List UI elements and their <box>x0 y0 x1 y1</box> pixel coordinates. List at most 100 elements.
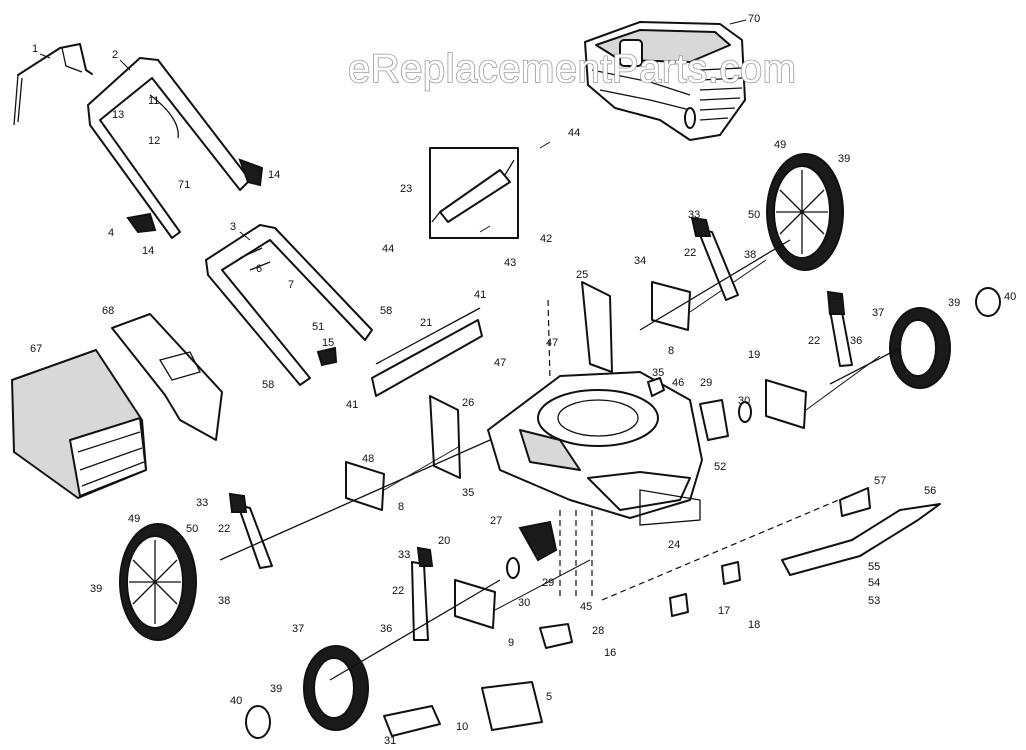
callout-68: 68 <box>102 305 114 317</box>
callout-36a: 36 <box>850 335 862 347</box>
watermark-text: eReplacementParts.com <box>348 47 796 91</box>
callout-6: 6 <box>256 263 262 275</box>
callout-39a: 39 <box>838 153 850 165</box>
blade-part <box>781 487 941 576</box>
callout-28: 28 <box>592 625 604 637</box>
callout-70: 70 <box>748 13 760 25</box>
callout-1: 1 <box>32 43 38 55</box>
callout-37a: 37 <box>872 307 884 319</box>
callout-16: 16 <box>604 647 616 659</box>
callout-7: 7 <box>288 279 294 291</box>
callout-29a: 29 <box>700 377 712 389</box>
mower-deck-part <box>487 371 703 526</box>
callout-47a: 47 <box>546 337 558 349</box>
callout-23: 23 <box>400 183 412 195</box>
callout-22a: 22 <box>684 247 696 259</box>
callout-44a: 44 <box>568 127 580 139</box>
callout-21: 21 <box>420 317 432 329</box>
callout-13: 13 <box>112 109 124 121</box>
wheel-front-left-part <box>303 645 369 731</box>
callout-9: 9 <box>508 637 514 649</box>
callout-35a: 35 <box>652 367 664 379</box>
callout-58b: 58 <box>262 379 274 391</box>
callout-53: 53 <box>868 595 880 607</box>
callout-45: 45 <box>580 601 592 613</box>
callout-44b: 44 <box>382 243 394 255</box>
callout-19: 19 <box>748 349 760 361</box>
callout-18: 18 <box>748 619 760 631</box>
callout-38a: 38 <box>744 249 756 261</box>
callout-4: 4 <box>108 227 114 239</box>
callout-56: 56 <box>924 485 936 497</box>
callout-27: 27 <box>490 515 502 527</box>
callout-8b: 8 <box>398 501 404 513</box>
callout-50b: 50 <box>186 523 198 535</box>
callout-58a: 58 <box>380 305 392 317</box>
callout-5: 5 <box>546 691 552 703</box>
callout-39b: 39 <box>948 297 960 309</box>
bag-frame-part <box>111 313 223 441</box>
callout-40a: 40 <box>1004 291 1016 303</box>
callout-labels: 1 2 3 4 5 6 7 8 8 9 10 11 12 13 14 14 15… <box>30 13 1016 747</box>
callout-47b: 47 <box>494 357 506 369</box>
callout-46: 46 <box>672 377 684 389</box>
callout-33c: 33 <box>196 497 208 509</box>
callout-35b: 35 <box>462 487 474 499</box>
callout-29b: 29 <box>542 577 554 589</box>
callout-14a: 14 <box>268 169 280 181</box>
assembly-guide-lines <box>547 299 849 601</box>
callout-40b: 40 <box>230 695 242 707</box>
callout-3: 3 <box>230 221 236 233</box>
callout-26: 26 <box>462 397 474 409</box>
callout-17: 17 <box>718 605 730 617</box>
callout-33a: 33 <box>688 209 700 221</box>
callout-10: 10 <box>456 721 468 733</box>
small-parts <box>383 377 752 737</box>
callout-34: 34 <box>634 255 646 267</box>
callout-33d: 33 <box>398 549 410 561</box>
callout-2: 2 <box>112 49 118 61</box>
callout-54: 54 <box>868 577 880 589</box>
axles-part <box>219 239 901 681</box>
callout-leaders <box>39 19 747 241</box>
height-levers-part <box>228 216 853 641</box>
callout-50a: 50 <box>748 209 760 221</box>
callout-43: 43 <box>504 257 516 269</box>
callout-8a: 8 <box>668 345 674 357</box>
callout-38b: 38 <box>218 595 230 607</box>
height-adjuster-plates-part <box>345 259 881 629</box>
callout-57: 57 <box>874 475 886 487</box>
callout-33b: 33 <box>830 291 842 303</box>
cable-bracket-part <box>429 147 519 239</box>
callout-48: 48 <box>362 453 374 465</box>
rear-door-part <box>371 307 483 397</box>
callout-49a: 49 <box>774 139 786 151</box>
callout-22d: 22 <box>392 585 404 597</box>
callout-31: 31 <box>384 735 396 747</box>
callout-20: 20 <box>438 535 450 547</box>
hub-cap-part <box>245 287 1001 739</box>
engine-part <box>584 21 746 141</box>
callout-71: 71 <box>178 179 190 191</box>
callout-25: 25 <box>576 269 588 281</box>
callout-55: 55 <box>868 561 880 573</box>
callout-41b: 41 <box>346 399 358 411</box>
callout-36b: 36 <box>380 623 392 635</box>
callout-67: 67 <box>30 343 42 355</box>
handle-lower-part <box>205 224 373 386</box>
callout-24: 24 <box>668 539 680 551</box>
grass-bag-part <box>11 349 147 499</box>
handle-upper-part <box>13 43 93 126</box>
callout-41a: 41 <box>474 289 486 301</box>
wheel-rear-left-part <box>119 523 197 641</box>
callout-12: 12 <box>148 135 160 147</box>
callout-22b: 22 <box>808 335 820 347</box>
callout-51: 51 <box>312 321 324 333</box>
handle-upper-tube-part <box>87 57 264 239</box>
wheel-rear-right-part <box>766 153 844 271</box>
callout-37b: 37 <box>292 623 304 635</box>
callout-39d: 39 <box>270 683 282 695</box>
callout-11: 11 <box>148 95 159 107</box>
